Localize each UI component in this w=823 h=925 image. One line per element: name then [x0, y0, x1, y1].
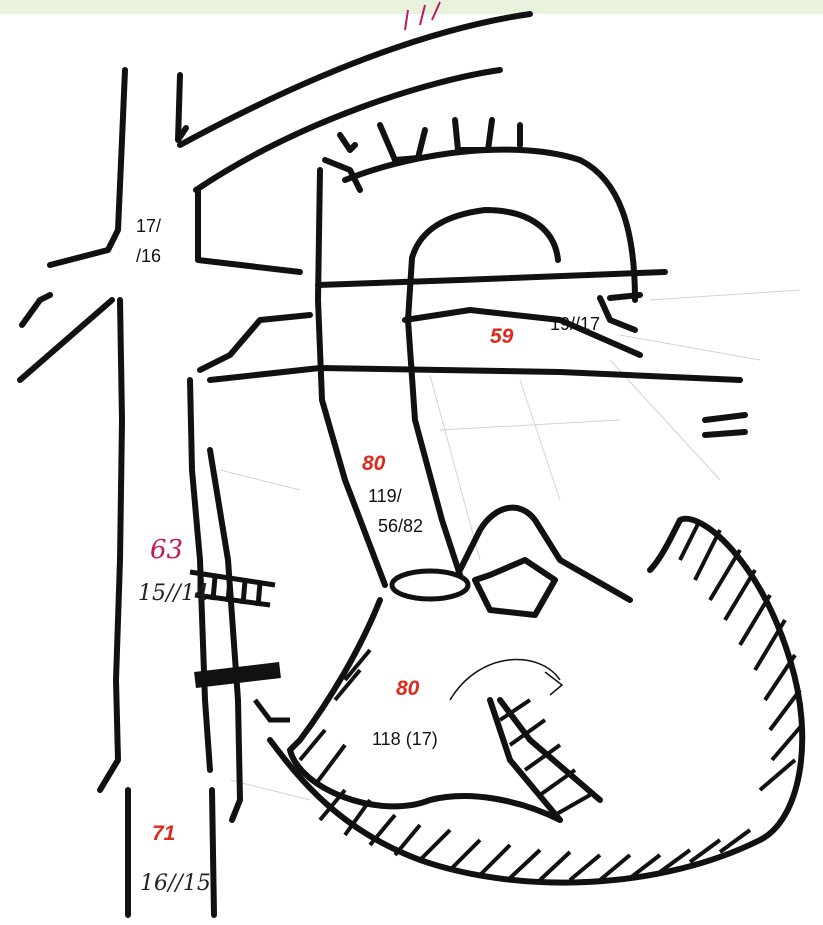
pa-pressure: 19//17 — [550, 314, 600, 334]
ivc-saturation: 71 — [152, 822, 175, 845]
svc-left-wall — [50, 70, 125, 265]
pa-branch-tip — [610, 295, 640, 298]
pa-branch — [600, 298, 635, 330]
arch-inner — [412, 210, 558, 260]
arch-spur — [325, 160, 360, 190]
pa-saturation: 59 — [490, 325, 514, 348]
aorta-pressure-line2: 56/82 — [378, 516, 423, 536]
lv-pressure: 118 (17) — [372, 729, 438, 749]
svc-right-wall — [178, 75, 186, 140]
pa-upper — [318, 272, 665, 285]
lv-saturation: 80 — [396, 677, 420, 700]
ra-roof — [200, 315, 310, 370]
ra-inner-wall — [210, 450, 240, 820]
svc-inner-wall — [198, 190, 300, 272]
svc-pressure-line2: /16 — [136, 246, 161, 266]
ra-pressure: 15//14 — [138, 581, 209, 606]
aortic-valve — [392, 571, 468, 599]
aorta-left-wall — [318, 170, 385, 585]
ivc-left-wall — [100, 300, 122, 790]
arch-branch-2 — [455, 120, 492, 150]
aorta-pressure-line1: 119/ — [368, 486, 402, 506]
ra-saturation: 63 — [150, 535, 183, 565]
flow-arrow — [450, 660, 562, 700]
left-branch — [22, 295, 50, 325]
pa-lower — [405, 310, 640, 355]
valve-leaflet-2 — [475, 560, 555, 615]
vessel-outlines — [20, 14, 802, 915]
lv-inner — [290, 600, 560, 820]
top-mark — [405, 2, 440, 30]
ivc-bottom-right — [212, 790, 214, 915]
aorta-saturation: 80 — [362, 452, 386, 475]
innominate-vein-upper — [180, 14, 530, 145]
arch-branch-1 — [380, 125, 425, 160]
dashes-right — [705, 415, 745, 435]
ivc-pressure: 16//15 — [140, 871, 211, 896]
ra-top — [210, 368, 740, 380]
arch-notch — [340, 135, 355, 150]
svc-pressure-line1: 17/ — [136, 216, 161, 236]
valve-leaflet — [460, 508, 630, 600]
